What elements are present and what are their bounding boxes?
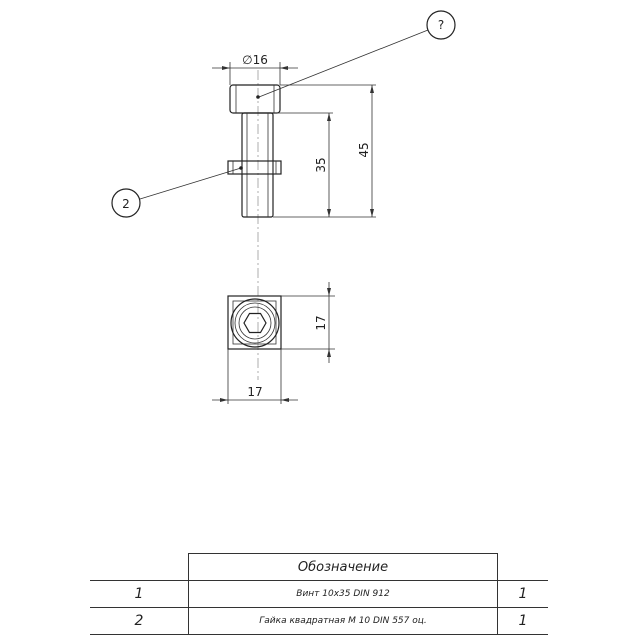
balloon-nut: 2: [111, 166, 243, 218]
hex-socket-icon: [243, 312, 267, 334]
table-row: 1 Винт 10x35 DIN 912 1: [90, 580, 548, 608]
head-diameter-label: ∅16: [242, 53, 268, 67]
nut-height-label: 17: [314, 315, 328, 330]
row-name: Гайка квадратная М 10 DIN 557 оц.: [188, 607, 498, 635]
row-name: Винт 10x35 DIN 912: [188, 580, 498, 608]
row-position: 2: [90, 607, 189, 635]
technical-drawing: ∅16 35 45 ? 2: [111, 10, 456, 404]
nut-width-dimension: 17: [212, 349, 298, 404]
thread-length-dimension: 35: [273, 112, 376, 218]
row-position: 1: [90, 580, 189, 608]
nut-height-dimension: 17: [281, 282, 335, 363]
row-quantity: 1: [497, 580, 548, 608]
parts-table: Обозначение 1 Винт 10x35 DIN 912 1 2 Гай…: [90, 553, 548, 635]
nut-width-label: 17: [247, 385, 262, 399]
balloon-nut-label: 2: [122, 197, 130, 211]
screw-side-view: [229, 84, 281, 218]
total-length-dimension: 45: [280, 84, 376, 217]
header-designation: Обозначение: [188, 553, 498, 581]
nut-side-view: [227, 160, 282, 175]
head-diameter-dimension: ∅16: [212, 53, 298, 85]
balloon-screw: ?: [256, 10, 456, 99]
balloon-screw-label: ?: [438, 18, 444, 32]
parts-table-header: Обозначение: [90, 553, 548, 581]
thread-length-label: 35: [314, 157, 328, 172]
total-length-label: 45: [357, 142, 371, 157]
assembly-top-view: [227, 295, 282, 350]
table-row: 2 Гайка квадратная М 10 DIN 557 оц. 1: [90, 607, 548, 635]
row-quantity: 1: [497, 607, 548, 635]
